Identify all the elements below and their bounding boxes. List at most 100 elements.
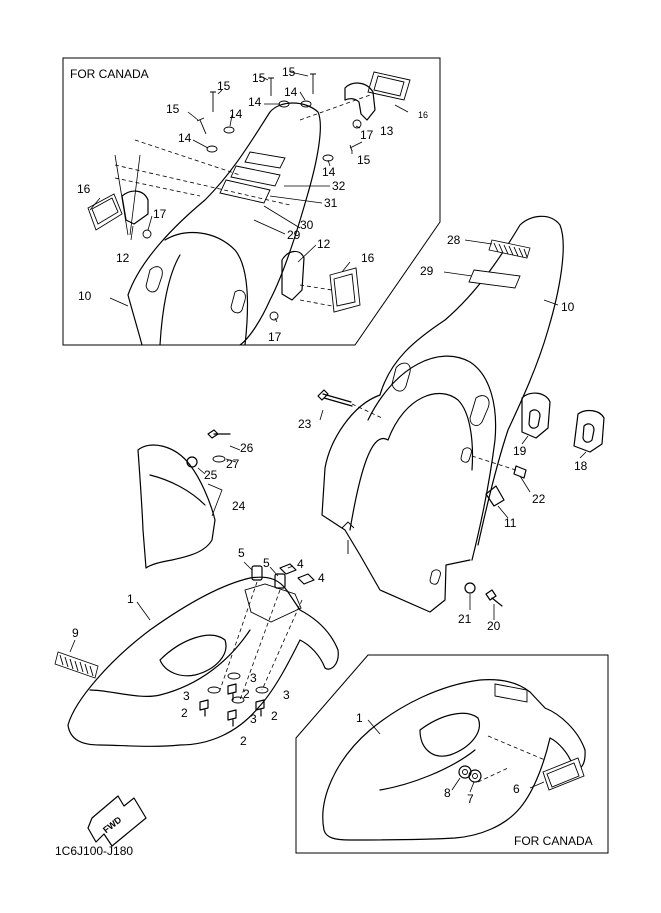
callout-19: 19 [513,444,527,458]
callout-25: 25 [204,468,218,482]
rear-fender [321,215,564,613]
screw-2 [227,683,237,701]
callout-14: 14 [322,165,336,179]
callout-5: 5 [263,556,270,570]
callout-27: 27 [226,457,240,471]
sticker-32 [244,151,286,169]
nut-21 [464,582,476,594]
callout-17: 17 [153,207,167,221]
callout-1: 1 [356,711,363,725]
rear-fender-hole [429,447,472,585]
callout-17: 17 [268,330,282,344]
washer-3 [231,696,245,704]
callout-26: 26 [240,441,254,455]
callout-14: 14 [284,85,298,99]
callout-1: 1 [127,592,134,606]
front-fender-assembly [54,561,339,747]
callout-23: 23 [298,417,312,431]
nut-17-left [142,229,152,239]
reflector-16-top-right [367,71,411,101]
callout-32: 32 [332,179,346,193]
callout-21: 21 [458,612,472,626]
callout-3: 3 [283,688,290,702]
callout-5: 5 [238,546,245,560]
callout-15: 15 [166,102,180,116]
washer-3 [207,686,221,694]
callout-12: 12 [116,251,130,265]
callout-22: 22 [532,492,546,506]
clip-11 [485,485,505,507]
front-fender [67,576,339,747]
callout-7: 7 [467,792,474,806]
callout-14: 14 [229,107,243,121]
collar-5-right [274,573,286,589]
callout-4: 4 [318,571,325,585]
grommet-4-left [279,563,297,575]
callout-6: 6 [513,782,520,796]
callout-16: 16 [77,182,91,196]
callout-15: 15 [357,153,371,167]
callout-8: 8 [444,786,451,800]
canada-rear-fender-inset: FOR CANADA [62,57,441,346]
callout-11: 11 [504,516,517,530]
callout-29: 29 [287,228,301,242]
callout-13: 13 [380,124,394,138]
washer-3 [255,686,269,694]
rear-fender-tab [341,521,355,554]
callout-28: 28 [447,233,461,247]
sticker-31 [230,165,281,187]
callout-15: 15 [282,65,296,79]
callout-15: 15 [217,79,231,93]
callout-30: 30 [300,218,314,232]
bolt-26 [207,429,231,439]
rear-fender-assembly [321,215,564,613]
inset-front-fender [322,679,586,841]
washer-14-group [206,100,334,162]
rear-fender-slot-2 [469,395,490,426]
bracket-18 [573,409,605,453]
callout-10: 10 [561,300,575,314]
callout-20: 20 [487,619,501,633]
callout-24: 24 [232,499,246,513]
sticker-29 [468,269,521,289]
callout-12: 12 [317,237,331,251]
callout-3: 3 [250,671,257,685]
bracket-13 [344,82,376,121]
fwd-label: FWD [101,814,124,835]
callout-9: 9 [72,626,79,640]
bolt-15-group [196,73,363,152]
reflector-6 [542,757,585,791]
grommet-4-right [297,573,315,585]
callout-3: 3 [250,712,257,726]
callout-16: 16 [361,251,375,265]
screw-2 [227,709,237,727]
washer-7 [468,769,482,783]
screw-2 [199,699,209,717]
callout-14: 14 [248,95,262,109]
bolt-22 [471,455,527,479]
reflector-16-left [87,193,123,231]
mud-flap [137,444,216,569]
nut-17-bottom [269,311,279,321]
reflector-16-right [329,267,361,313]
inset-fender-slot [145,266,163,293]
callout-2: 2 [181,706,188,720]
main-callouts: 28 29 10 23 19 18 22 11 21 20 26 27 25 2… [72,233,588,748]
sticker-30 [219,179,271,204]
collar-25 [186,456,198,468]
bolt-23 [317,389,383,419]
inset-fender-slot-2 [230,289,246,314]
washer-27 [212,455,226,463]
bracket-19 [521,392,551,439]
callout-18: 18 [574,459,588,473]
callout-16: 16 [418,110,428,120]
callout-14: 14 [178,131,192,145]
collar-5-left [251,565,263,581]
mud-flap-assembly [137,429,241,569]
callout-17: 17 [360,128,374,142]
inset-rear-fender [127,102,321,346]
inset-top-label: FOR CANADA [70,67,149,81]
bolt-20 [485,589,503,607]
inset-frame-bottom [295,654,609,854]
